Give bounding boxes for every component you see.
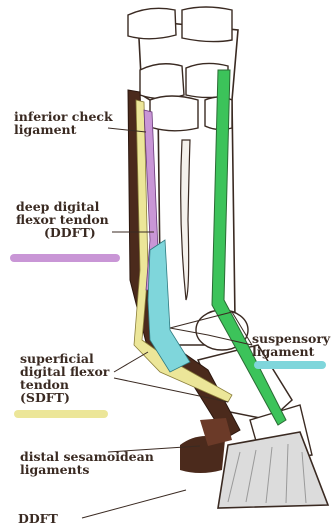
label-suspensory-ligament: suspensory ligament: [252, 332, 330, 358]
label-ddft: DDFT: [18, 512, 58, 525]
label-superficial-digital-flexor-tendon: superficial digital flexor tendon (SDFT): [20, 352, 109, 404]
label-distal-sesamoidean-ligaments: distal sesamoidean ligaments: [20, 450, 154, 476]
sdft-color-swatch: [14, 410, 108, 418]
hoof: [218, 432, 328, 508]
ddft-color-swatch: [10, 254, 120, 262]
label-inferior-check-ligament: inferior check ligament: [14, 110, 113, 136]
suspensory-color-swatch: [254, 361, 326, 369]
label-deep-digital-flexor-tendon: deep digital flexor tendon (DDFT): [16, 200, 109, 239]
